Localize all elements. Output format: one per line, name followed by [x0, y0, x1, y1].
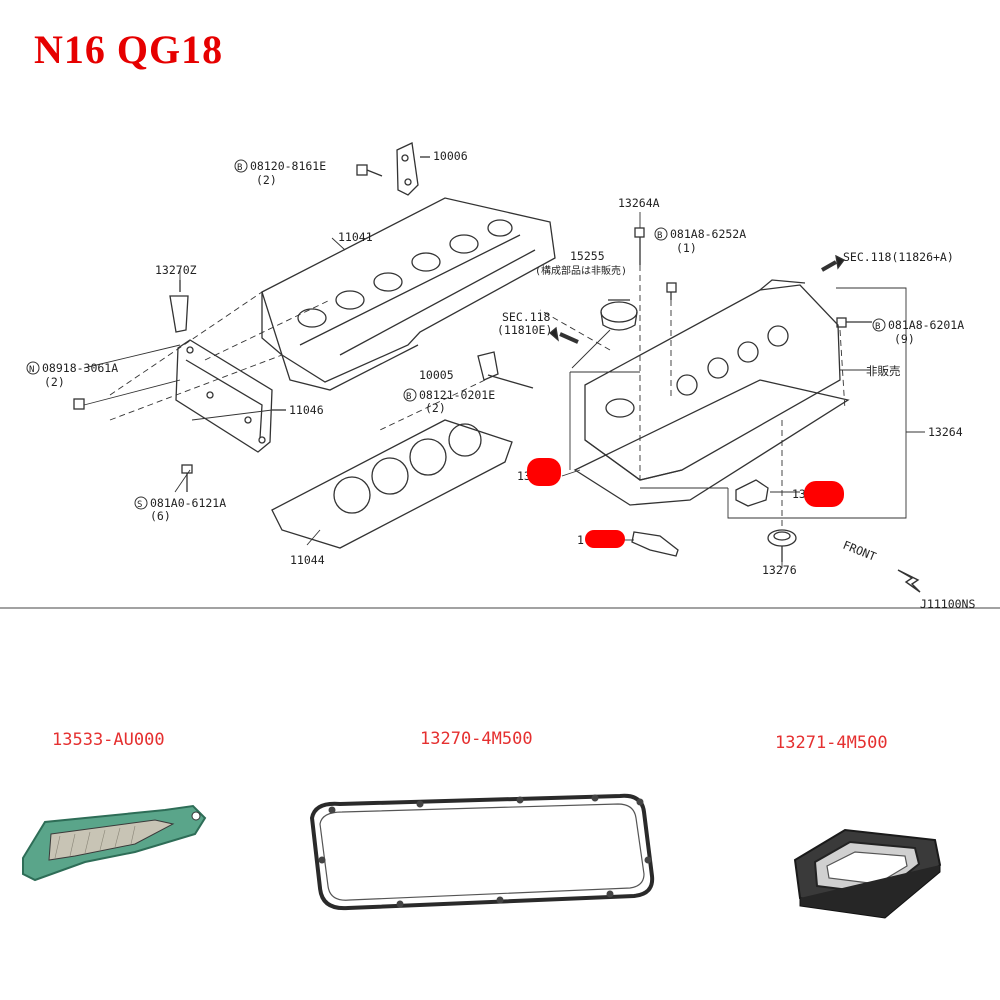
bolt-081A8a-drawing: [666, 282, 677, 300]
head-gasket-11044-drawing: [271, 419, 513, 549]
label-13264: 13264: [928, 425, 963, 439]
rocker-cover-13264-drawing: [573, 279, 850, 506]
oil-cap-15255-drawing: [600, 299, 638, 331]
bracket-10006-drawing: [396, 142, 430, 196]
circle-b-letter: B: [237, 163, 242, 173]
circle-mark: [403, 388, 417, 402]
bolt-13264A-drawing: [634, 227, 645, 265]
label-15255: 15255: [570, 249, 605, 263]
bolt-08120-drawing: [356, 164, 383, 177]
label-13264A: 13264A: [618, 196, 660, 210]
part-number-13271: 13271-4M500: [775, 733, 888, 753]
cylinder-head-drawing: [261, 197, 556, 391]
label-13-partial-right: 13: [792, 487, 806, 501]
circle-mark: [26, 361, 40, 375]
circle-b-letter: B: [875, 322, 880, 332]
label-front: FRONT: [841, 538, 878, 564]
label-15255-note: (構成部品は非販売): [535, 264, 627, 277]
cover-plate-11046-drawing: [175, 339, 286, 453]
circle-mark: [872, 318, 886, 332]
leader-lines: [83, 212, 925, 568]
part-10005-drawing: [477, 351, 534, 389]
label-08121: 08121-0201E: [419, 388, 495, 402]
grommet-drawing: [735, 479, 769, 507]
label-11044: 11044: [290, 553, 325, 567]
label-081A8-6201A-qty: (9): [894, 332, 915, 346]
nut-08918-drawing: [73, 398, 85, 410]
circle-b-letter: B: [657, 231, 662, 241]
grommet-photo: [793, 828, 942, 919]
bolt-081A0-drawing: [181, 464, 193, 492]
label-08918: 08918-3061A: [42, 361, 118, 375]
circle-n-letter: N: [29, 365, 34, 375]
sealant-tube-drawing: [169, 280, 189, 333]
seal-13276-drawing: [767, 529, 797, 562]
label-11041: 11041: [338, 230, 373, 244]
label-sec118-b: SEC.118: [502, 310, 551, 324]
label-1-partial: 1: [577, 533, 584, 547]
label-non-sale: 非販売: [866, 364, 901, 378]
redaction-mark: [527, 458, 561, 486]
circle-mark: [134, 496, 148, 510]
bolt-081A8b-drawing: [836, 317, 872, 328]
baffle-plate-photo: [22, 804, 207, 882]
baffle-plate-drawing: [631, 531, 679, 557]
label-081A0-qty: (6): [150, 509, 171, 523]
redaction-marks: [527, 458, 844, 548]
circle-s-letter: S: [137, 500, 142, 510]
label-13270Z: 13270Z: [155, 263, 197, 277]
circle-mark: [234, 159, 248, 173]
part-number-13533: 13533-AU000: [52, 730, 165, 750]
redaction-mark: [585, 530, 625, 548]
label-sec118-a: SEC.118(11826+A): [843, 250, 954, 264]
label-08918-qty: (2): [44, 375, 65, 389]
label-10005: 10005: [419, 368, 454, 382]
label-081A8-6201A: 081A8-6201A: [888, 318, 964, 332]
sec118-arrow-left: [548, 326, 579, 344]
label-08120: 08120-8161E: [250, 159, 326, 173]
label-081A8-6252A: 081A8-6252A: [670, 227, 746, 241]
assembly-frames: [569, 287, 907, 519]
label-sec118-b-sub: (11810E): [497, 323, 552, 337]
label-13276: 13276: [762, 563, 797, 577]
sec118-arrow-right: [821, 254, 845, 272]
page-title: N16 QG18: [34, 27, 224, 72]
dashed-guides: [109, 265, 846, 530]
valve-cover-gasket-photo: [309, 793, 655, 911]
label-diagram-code: J11100NS: [920, 597, 975, 611]
circle-b-letter: B: [406, 392, 411, 402]
label-08120-qty: (2): [256, 173, 277, 187]
label-11046: 11046: [289, 403, 324, 417]
part-number-13270: 13270-4M500: [420, 729, 533, 749]
label-08121-qty: (2): [425, 401, 446, 415]
circle-mark: [654, 227, 668, 241]
label-081A0: 081A0-6121A: [150, 496, 226, 510]
front-arrow: [897, 569, 921, 593]
label-081A8-6252A-qty: (1): [676, 241, 697, 255]
redaction-mark: [804, 481, 844, 507]
label-10006: 10006: [433, 149, 468, 163]
